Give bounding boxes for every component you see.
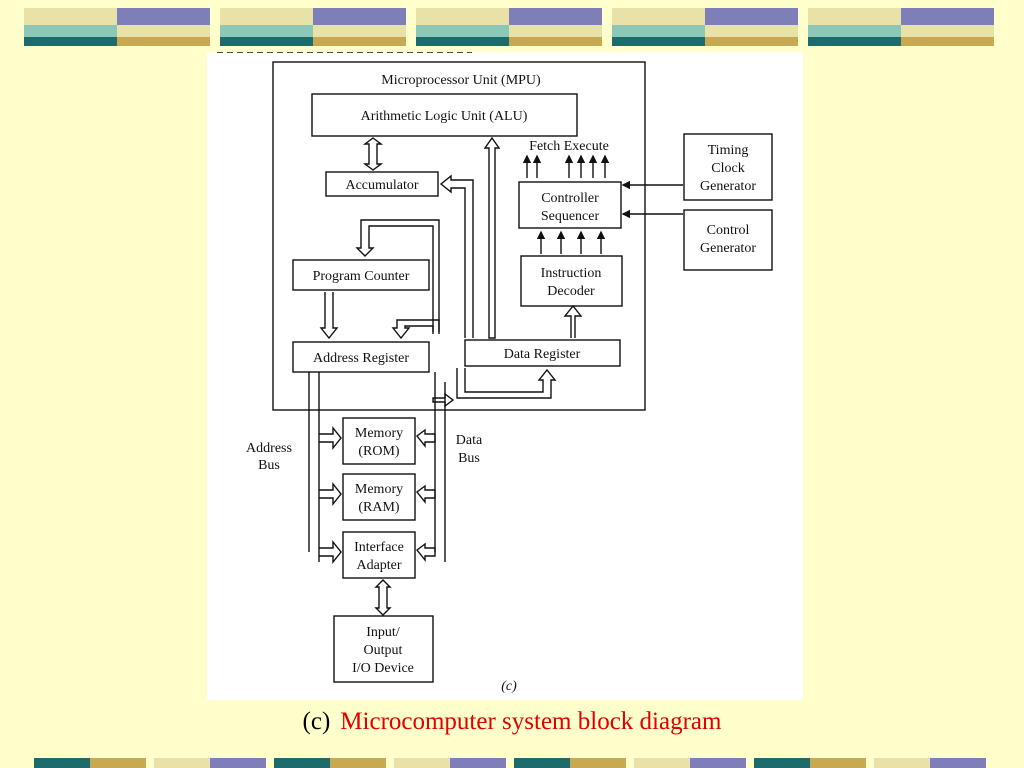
instruction-label-1: Instruction	[541, 266, 602, 281]
deco-block	[612, 8, 798, 46]
deco-strip	[754, 758, 810, 768]
fetch-execute-label: Fetch Execute	[529, 139, 609, 154]
rom-label-2: (ROM)	[358, 444, 400, 459]
deco-strip	[570, 758, 626, 768]
control-box	[683, 209, 773, 271]
io-label-1: Input/	[366, 625, 400, 640]
data-acc-arrow	[439, 174, 474, 338]
ram-label-2: (RAM)	[358, 500, 400, 515]
data-interface-arrow	[416, 542, 436, 562]
caption-title: Microcomputer system block diagram	[340, 708, 722, 735]
deco-strip	[330, 758, 386, 768]
deco-strip	[90, 758, 146, 768]
deco-strip	[690, 758, 746, 768]
deco-block	[416, 8, 602, 46]
control-label-1: Control	[707, 223, 750, 238]
alu-label: Arithmetic Logic Unit (ALU)	[361, 109, 528, 124]
controller-label-1: Controller	[541, 191, 599, 206]
data-bus-label-1: Data	[456, 433, 483, 448]
mpu-box	[272, 61, 646, 411]
deco-strip	[34, 758, 90, 768]
interface-io-arrow	[374, 579, 392, 616]
deco-block	[808, 8, 994, 46]
accumulator-box	[325, 171, 439, 197]
data-alu-arrow	[483, 136, 501, 339]
bus-return-arrow	[432, 392, 455, 408]
data-decoder-arrow	[563, 304, 583, 338]
deco-strip	[210, 758, 266, 768]
alu-acc-arrow	[362, 137, 384, 171]
io-label-3: I/O Device	[352, 661, 414, 676]
addr-rom-arrow	[319, 426, 342, 450]
data-ram-arrow	[416, 484, 436, 504]
instruction-label-2: Decoder	[547, 284, 595, 299]
address-register-label: Address Register	[313, 351, 409, 366]
alu-box	[311, 93, 578, 137]
deco-strip	[514, 758, 570, 768]
controller-label-2: Sequencer	[541, 209, 600, 224]
deco-strip	[634, 758, 690, 768]
timing-label-2: Clock	[711, 161, 744, 176]
address-register-box	[292, 341, 430, 373]
deco-strip	[154, 758, 210, 768]
data-bus-arrow	[456, 368, 557, 399]
control-label-2: Generator	[700, 241, 756, 256]
caption: (c) Microcomputer system block diagram	[0, 708, 1024, 736]
addr-ram-arrow	[319, 482, 342, 506]
accumulator-label: Accumulator	[345, 178, 418, 193]
program-counter-box	[292, 259, 430, 291]
controller-box	[518, 181, 622, 229]
address-bus-label-1: Address	[246, 441, 292, 456]
deco-strip	[930, 758, 986, 768]
interface-label-1: Interface	[354, 540, 404, 555]
rom-label-1: Memory	[355, 426, 403, 441]
mpu-label: Microprocessor Unit (MPU)	[381, 73, 541, 88]
timing-label-1: Timing	[708, 143, 749, 158]
io-box	[333, 615, 434, 683]
rom-box	[342, 417, 416, 465]
ram-box	[342, 473, 416, 521]
deco-strip	[874, 758, 930, 768]
diagram-svg: Microprocessor Unit (MPU) Arithmetic Log…	[217, 52, 773, 694]
address-bus-label-2: Bus	[258, 458, 280, 473]
ram-label-1: Memory	[355, 482, 403, 497]
deco-strip	[810, 758, 866, 768]
deco-block	[220, 8, 406, 46]
timing-label-3: Generator	[700, 179, 756, 194]
deco-strip	[274, 758, 330, 768]
interface-box	[342, 531, 416, 579]
data-pc-arrow	[355, 219, 440, 332]
addr-interface-arrow	[319, 540, 342, 564]
data-register-box	[464, 339, 621, 367]
interface-label-2: Adapter	[356, 558, 401, 573]
pc-addr-arrow	[319, 292, 339, 340]
deco-strip	[450, 758, 506, 768]
block-diagram: Microprocessor Unit (MPU) Arithmetic Log…	[207, 52, 803, 700]
instruction-decoder-box	[520, 255, 623, 307]
caption-label: (c)	[302, 708, 331, 735]
deco-strip	[394, 758, 450, 768]
timing-box	[683, 133, 773, 201]
data-addr-arrow	[391, 319, 440, 340]
data-bus-label-2: Bus	[458, 451, 480, 466]
data-rom-arrow	[416, 428, 436, 448]
program-counter-label: Program Counter	[313, 269, 410, 284]
io-label-2: Output	[364, 643, 403, 658]
sub-label: (c)	[501, 679, 517, 694]
deco-block	[24, 8, 210, 46]
data-register-label: Data Register	[504, 347, 581, 362]
